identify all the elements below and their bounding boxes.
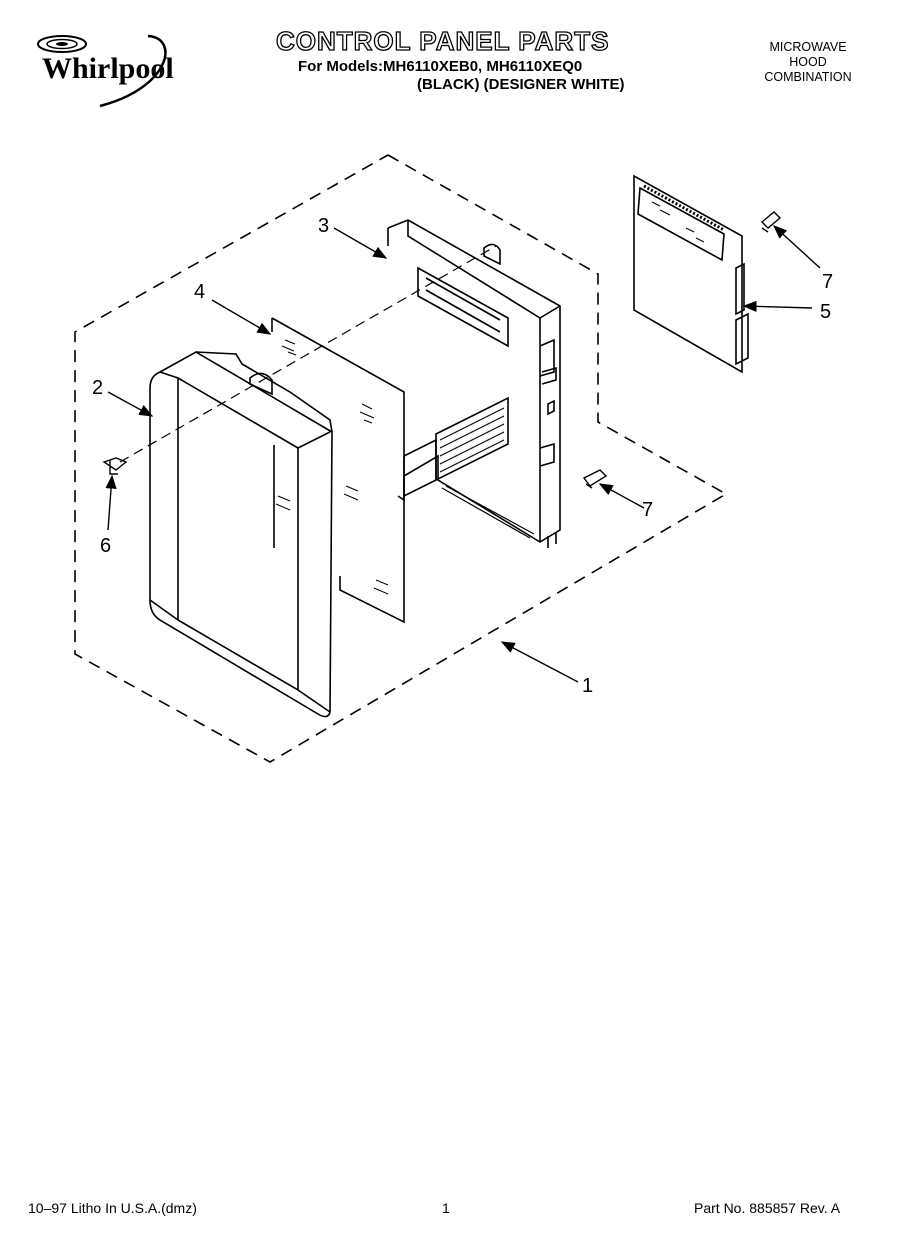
models-line: For Models:MH6110XEB0, MH6110XEQ0 (298, 58, 583, 75)
product-type: MICROWAVE HOOD COMBINATION (746, 40, 870, 85)
screw-7-board (760, 211, 782, 233)
callout-6: 6 (100, 535, 111, 557)
callout-3: 3 (318, 215, 329, 237)
callout-4: 4 (194, 281, 205, 303)
callout-5: 5 (820, 301, 831, 323)
product-type-line: MICROWAVE (769, 40, 847, 54)
control-panel-frame (149, 351, 333, 718)
control-panel-overlay (271, 317, 405, 624)
callout-7: 7 (822, 271, 833, 293)
part-number: Part No. 885857 Rev. A (694, 1200, 841, 1216)
control-housing (387, 219, 561, 548)
screw-7-housing (582, 469, 608, 489)
callout-7: 7 (642, 499, 653, 521)
page-number: 1 (442, 1200, 450, 1216)
callout-2: 2 (92, 377, 103, 399)
brand-wordmark: Whirlpool (42, 52, 174, 85)
page-title: CONTROL PANEL PARTS (275, 25, 610, 56)
screw-6 (102, 457, 128, 475)
variants-line: (BLACK) (DESIGNER WHITE) (417, 76, 625, 93)
control-circuit-board (633, 174, 749, 374)
assembly-boundary (74, 154, 728, 763)
print-info: 10–97 Litho In U.S.A.(dmz) (28, 1200, 197, 1216)
callout-1: 1 (582, 675, 593, 697)
leader-lines (105, 225, 821, 683)
assembly-guide-line (119, 245, 497, 463)
product-type-line: COMBINATION (764, 70, 852, 84)
whirlpool-logo: Whirlpool (37, 34, 174, 108)
product-type-line: HOOD (789, 55, 827, 69)
